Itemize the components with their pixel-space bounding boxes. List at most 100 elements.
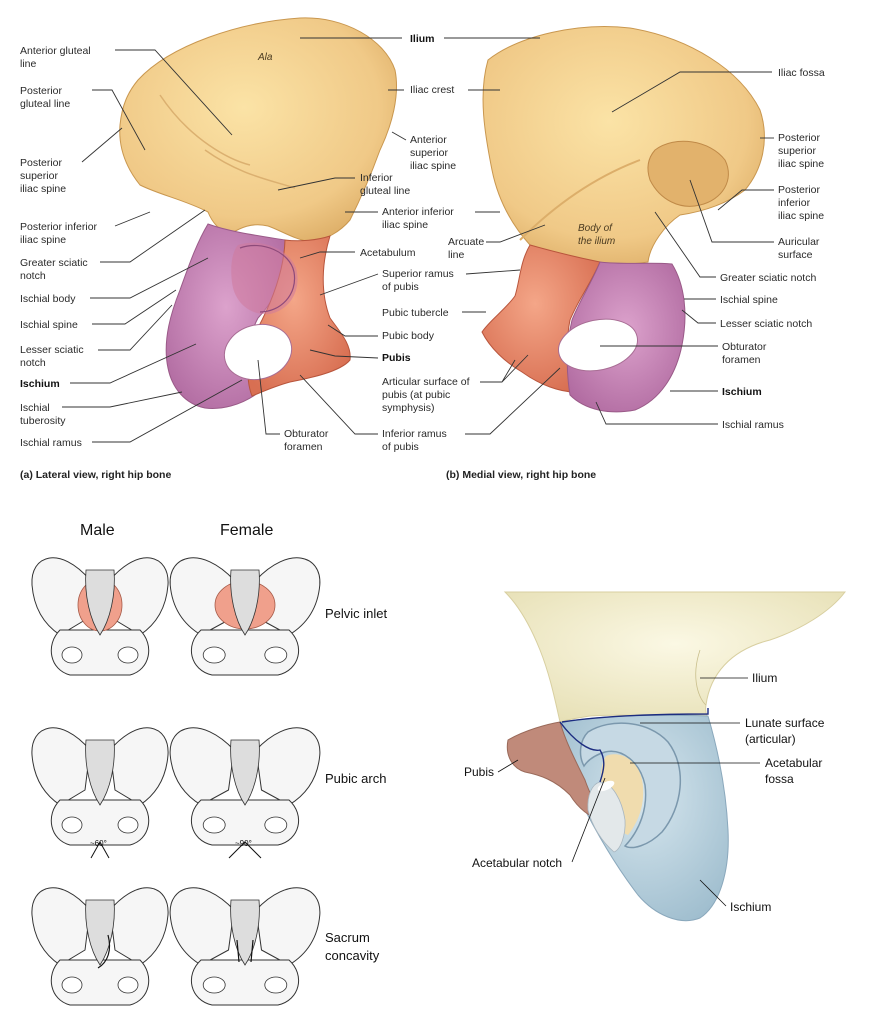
pubic-ring: [191, 959, 299, 1006]
leader-lsn-a: [98, 304, 173, 351]
right-obturator: [264, 976, 288, 994]
ilium-contour-line: [695, 649, 707, 706]
label-ilium-c: Ilium: [752, 671, 777, 685]
left-iliac-wing: [31, 887, 91, 966]
leader-ischial-body: [90, 257, 209, 299]
label-ischial-spine-a: Ischial spine: [20, 319, 78, 331]
obturator-membrane: [587, 781, 626, 853]
medial-auricular-surface: [647, 140, 729, 207]
leader-acetabulum: [299, 251, 355, 259]
label-ischium-c: Ischium: [730, 900, 771, 914]
acetabulum-view: Ilium Lunate surface(articular) Acetabul…: [464, 591, 847, 922]
right-iliac-wing: [255, 727, 321, 806]
left-iliac-wing: [169, 887, 235, 966]
lateral-acetabulum: [231, 242, 298, 315]
leader-lsn-b: [681, 309, 716, 324]
pubic-ring: [50, 799, 150, 846]
lateral-obturator-foramen: [223, 323, 293, 381]
sacrum: [85, 569, 115, 636]
medial-ilium-shape: [482, 26, 765, 265]
right-obturator: [117, 816, 139, 834]
region-outline: [559, 708, 709, 783]
row-label-pelvic-inlet: Pelvic inlet: [325, 606, 388, 621]
leader-arcuate-line: [486, 224, 546, 243]
leader-psis-a: [81, 127, 123, 163]
leader-ischial-spine-a: [92, 289, 177, 325]
leader-inferior-gluteal: [277, 177, 355, 191]
acetabulum-ilium-shape: [503, 591, 847, 723]
left-obturator: [61, 646, 83, 664]
leader-asis: [391, 131, 407, 141]
label-ischial-ramus-a: Ischial ramus: [20, 437, 82, 449]
label-lunate-surface: Lunate surface(articular): [745, 716, 825, 746]
left-obturator: [202, 646, 226, 664]
left-obturator: [61, 816, 83, 834]
leader-acetabular-notch: [571, 777, 606, 863]
male-pelvis-row-1: [31, 557, 169, 676]
right-obturator: [117, 976, 139, 994]
leader-obturator-a: [257, 359, 280, 435]
leader-ischium-c: [699, 879, 727, 907]
female-pelvis-row-2: [169, 727, 321, 859]
label-acetabulum: Acetabulum: [360, 247, 416, 259]
right-obturator: [264, 646, 288, 664]
leader-gsn-a: [100, 209, 206, 263]
female-pelvis-row-1: [169, 557, 321, 676]
caption-lateral-view: (a) Lateral view, right hip bone: [20, 469, 171, 481]
leader-piis-b: [717, 189, 774, 211]
pelvis-drawings: [31, 557, 321, 1006]
female-pelvis-row-3: [169, 887, 321, 1006]
label-ischial-spine-b: Ischial spine: [720, 294, 778, 306]
concavity-arrows: [236, 939, 254, 963]
sacrum: [230, 569, 260, 636]
label-ischium-a: Ischium: [20, 378, 60, 390]
pubic-ring: [191, 799, 299, 846]
label-ala: Ala: [257, 52, 273, 63]
label-ischium-b: Ischium: [722, 386, 762, 398]
header-male: Male: [80, 522, 115, 539]
right-obturator: [117, 646, 139, 664]
right-iliac-wing: [109, 557, 169, 636]
caption-medial-view: (b) Medial view, right hip bone: [446, 469, 596, 481]
leader-inferior-ramus: [299, 367, 561, 435]
leader-ischium-a: [70, 343, 197, 384]
leader-piis-a: [114, 211, 151, 227]
lateral-hip-bone: [119, 17, 398, 409]
header-female: Female: [220, 522, 273, 539]
left-iliac-wing: [31, 727, 91, 806]
label-pubic-body: Pubic body: [382, 330, 435, 342]
right-iliac-wing: [109, 727, 169, 806]
male-arch-angle: ~60°: [90, 839, 107, 848]
label-greater-sciatic-notch-b: Greater sciatic notch: [720, 272, 816, 284]
right-obturator: [264, 816, 288, 834]
leader-pubis-c: [497, 759, 519, 773]
sacrum: [230, 899, 260, 966]
label-lesser-sciatic-notch-b: Lesser sciatic notch: [720, 318, 812, 330]
label-pubis-c: Pubis: [464, 765, 494, 779]
leader-superior-ramus: [319, 269, 521, 296]
left-obturator: [61, 976, 83, 994]
male-pelvis-row-3: [31, 887, 169, 1006]
concavity-arrow: [97, 934, 111, 969]
label-ilium-center: Ilium: [410, 33, 435, 45]
row-label-pubic-arch: Pubic arch: [325, 771, 386, 786]
sacrum: [85, 739, 115, 806]
label-pubic-tubercle: Pubic tubercle: [382, 307, 449, 319]
